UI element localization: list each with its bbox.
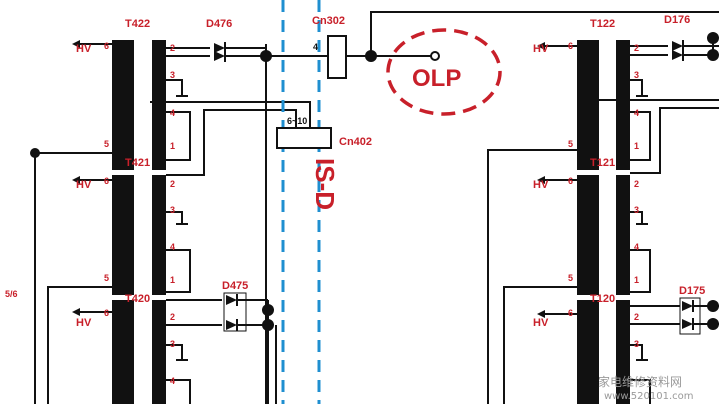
pin-label: 6: [568, 41, 573, 51]
cn402-label: Cn402: [339, 136, 372, 148]
pin-label: 5: [568, 139, 573, 149]
cn302-connector: [327, 35, 347, 79]
hv-label-t122: HV: [533, 43, 549, 55]
pin-label: 6: [104, 176, 109, 186]
t422-secondary: [152, 40, 166, 170]
t422-label: T422: [125, 18, 150, 30]
t420-label: T420: [125, 293, 150, 305]
pin-label: 3: [634, 339, 639, 349]
right-transformer-stack: [487, 32, 719, 404]
pin-label: 1: [170, 141, 175, 151]
pin-label: 3: [170, 339, 175, 349]
pin-label: 1: [170, 275, 175, 285]
olp-highlight-circle: [386, 28, 502, 116]
hv-label-t421: HV: [76, 179, 92, 191]
t421-label: T421: [125, 157, 150, 169]
pin-label: 2: [634, 43, 639, 53]
d475-label: D475: [222, 280, 248, 292]
cn302-label: Cn302: [312, 15, 345, 27]
d176-label: D176: [664, 14, 690, 26]
pin-label: 5: [568, 273, 573, 283]
pin-label: 6: [104, 41, 109, 51]
pin-label: 1: [634, 141, 639, 151]
pin-label: 3: [634, 70, 639, 80]
t420-secondary: [152, 300, 166, 404]
pin-label: 3: [170, 70, 175, 80]
board-label: IS-D: [310, 158, 340, 210]
hv-label-t420: HV: [76, 317, 92, 329]
hv-label-t120: HV: [533, 317, 549, 329]
t422-core: [112, 40, 134, 170]
pin-label: 5: [104, 139, 109, 149]
pin-label: 4: [170, 376, 175, 386]
t120-label: T120: [590, 293, 615, 305]
t420-core: [112, 300, 134, 404]
pin-label: 4: [634, 242, 639, 252]
watermark-url: www.520101.com: [604, 391, 694, 402]
pin-label: 6: [568, 308, 573, 318]
pin-label: 2: [634, 179, 639, 189]
side-label: 5/6: [5, 289, 18, 299]
hv-label-t422: HV: [76, 43, 92, 55]
olp-terminal: [430, 51, 440, 61]
olp-label: OLP: [412, 65, 461, 92]
pin-label: 6: [568, 176, 573, 186]
pin-label: 2: [634, 312, 639, 322]
pin-label: 1: [634, 275, 639, 285]
cn302-pin-label: 4: [313, 42, 318, 52]
pin-label: 5: [104, 273, 109, 283]
pin-label: 4: [634, 108, 639, 118]
pin-label: 6: [104, 308, 109, 318]
pin-label: 4: [170, 108, 175, 118]
t122-label: T122: [590, 18, 615, 30]
watermark-title: 家电维修资料网: [598, 374, 682, 389]
pin-label: 3: [634, 205, 639, 215]
pin-label: 2: [170, 179, 175, 189]
t421-core: [112, 175, 134, 295]
cn402-pins-label: 6~10: [287, 116, 307, 126]
hv-label-t121: HV: [533, 179, 549, 191]
left-transformer-stack: [30, 40, 311, 404]
t121-label: T121: [590, 157, 615, 169]
cn402-connector: [276, 127, 332, 149]
pin-label: 3: [170, 205, 175, 215]
d175-label: D175: [679, 285, 705, 297]
pin-label: 4: [170, 242, 175, 252]
pin-label: 2: [170, 312, 175, 322]
d476-label: D476: [206, 18, 232, 30]
pin-label: 2: [170, 43, 175, 53]
t421-secondary: [152, 175, 166, 295]
